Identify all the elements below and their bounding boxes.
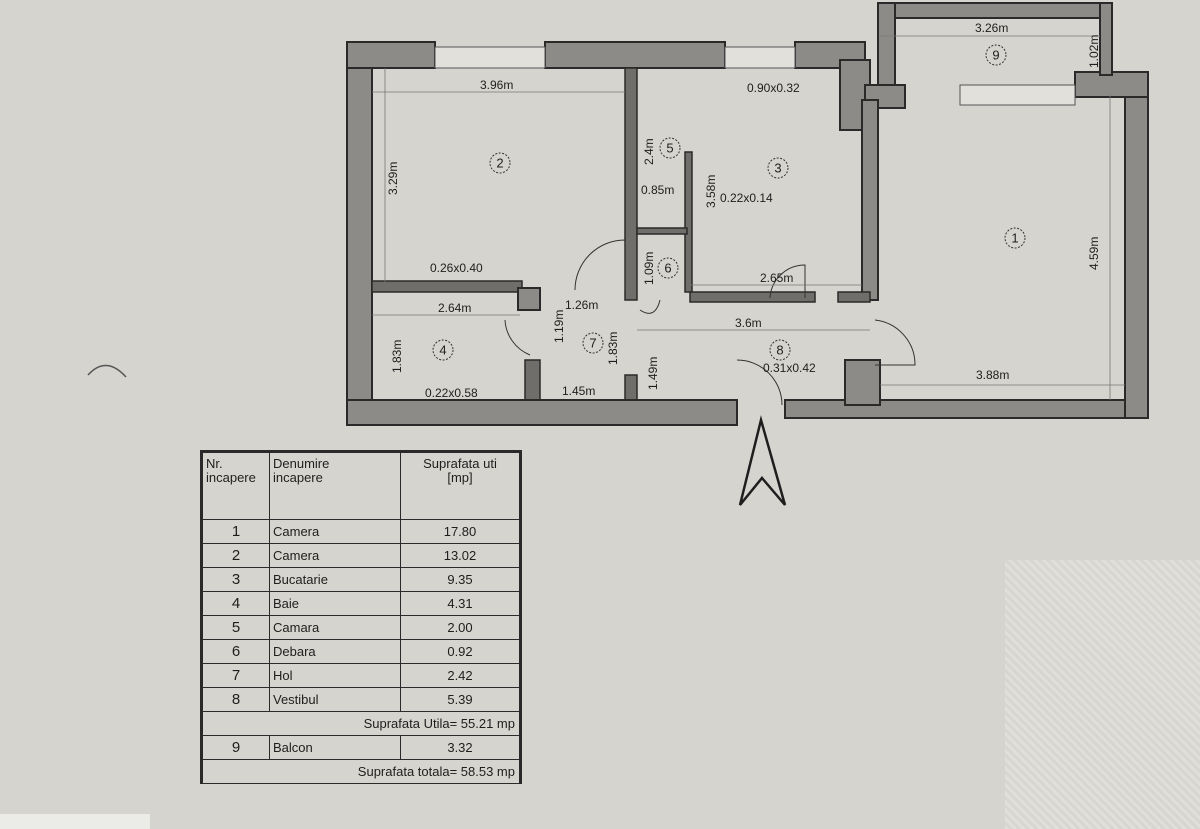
dim-label: 0.85m [641, 183, 674, 197]
dim-label: 2.64m [438, 301, 471, 315]
room-marker-2: 2 [489, 152, 511, 174]
stray-arc-mark [87, 364, 127, 378]
door-swing [736, 359, 783, 406]
dim-label: 1.09m [642, 252, 656, 285]
dim-label: 3.6m [735, 316, 762, 330]
dim-label: 1.02m [1087, 35, 1101, 68]
door-swing [574, 239, 626, 291]
window [959, 84, 1076, 106]
dim-label: 1.45m [562, 384, 595, 398]
scan-noise-patch [1005, 560, 1200, 829]
door-swing [874, 319, 916, 366]
dim-label: 3.26m [975, 21, 1008, 35]
svg-text:9: 9 [992, 48, 999, 63]
dimension-labels: 3.96m 3.29m 0.26x0.40 2.4m 0.85m 3.58m 0… [386, 21, 1101, 400]
paper-edge [0, 814, 150, 829]
svg-text:7: 7 [589, 336, 596, 351]
window [434, 46, 546, 69]
dim-label: 0.26x0.40 [430, 261, 483, 275]
header-area: Suprafata uti[mp] [400, 451, 521, 520]
room-marker-7: 7 [582, 332, 604, 354]
dim-label: 4.59m [1087, 237, 1101, 270]
dim-label: 1.83m [606, 332, 620, 365]
svg-text:5: 5 [666, 141, 673, 156]
windows [434, 46, 1076, 106]
dim-label: 3.58m [704, 175, 718, 208]
dim-label: 1.19m [552, 310, 566, 343]
door-swing [504, 319, 531, 356]
dim-label: 1.26m [565, 298, 598, 312]
svg-text:3: 3 [774, 161, 781, 176]
dim-label: 3.29m [386, 162, 400, 195]
door-swing [639, 299, 661, 314]
total-row: Suprafata totala= 58.53 mp [201, 759, 521, 784]
svg-text:8: 8 [776, 343, 783, 358]
subtotal-row: Suprafata Utila= 55.21 mp [201, 711, 521, 736]
dim-label: 0.22x0.14 [720, 191, 773, 205]
svg-text:6: 6 [664, 261, 671, 276]
dim-label: 0.31x0.42 [763, 361, 816, 375]
dim-label: 0.90x0.32 [747, 81, 800, 95]
dim-label: 0.22x0.58 [425, 386, 478, 400]
room-markers: 1 2 3 4 5 6 7 8 9 [432, 44, 1026, 361]
doors [504, 239, 916, 406]
dim-label: 3.96m [480, 78, 513, 92]
room-marker-6: 6 [657, 257, 679, 279]
room-marker-4: 4 [432, 339, 454, 361]
dim-label: 2.65m [760, 271, 793, 285]
room-marker-3: 3 [767, 157, 789, 179]
room-marker-8: 8 [769, 339, 791, 361]
window [724, 46, 796, 69]
room-marker-1: 1 [1004, 227, 1026, 249]
dim-label: 3.88m [976, 368, 1009, 382]
walls [346, 2, 1149, 426]
room-marker-5: 5 [659, 137, 681, 159]
svg-text:2: 2 [496, 156, 503, 171]
header-nr: Nr.incapere [201, 451, 270, 520]
svg-text:4: 4 [439, 343, 446, 358]
room-marker-9: 9 [985, 44, 1007, 66]
door-swing [769, 264, 806, 299]
entrance-arrow-icon [738, 415, 787, 506]
dim-label: 1.83m [390, 340, 404, 373]
dim-label: 1.49m [646, 357, 660, 390]
dim-label: 2.4m [642, 138, 656, 165]
svg-text:1: 1 [1011, 231, 1018, 246]
dimension-lines [372, 35, 1125, 400]
